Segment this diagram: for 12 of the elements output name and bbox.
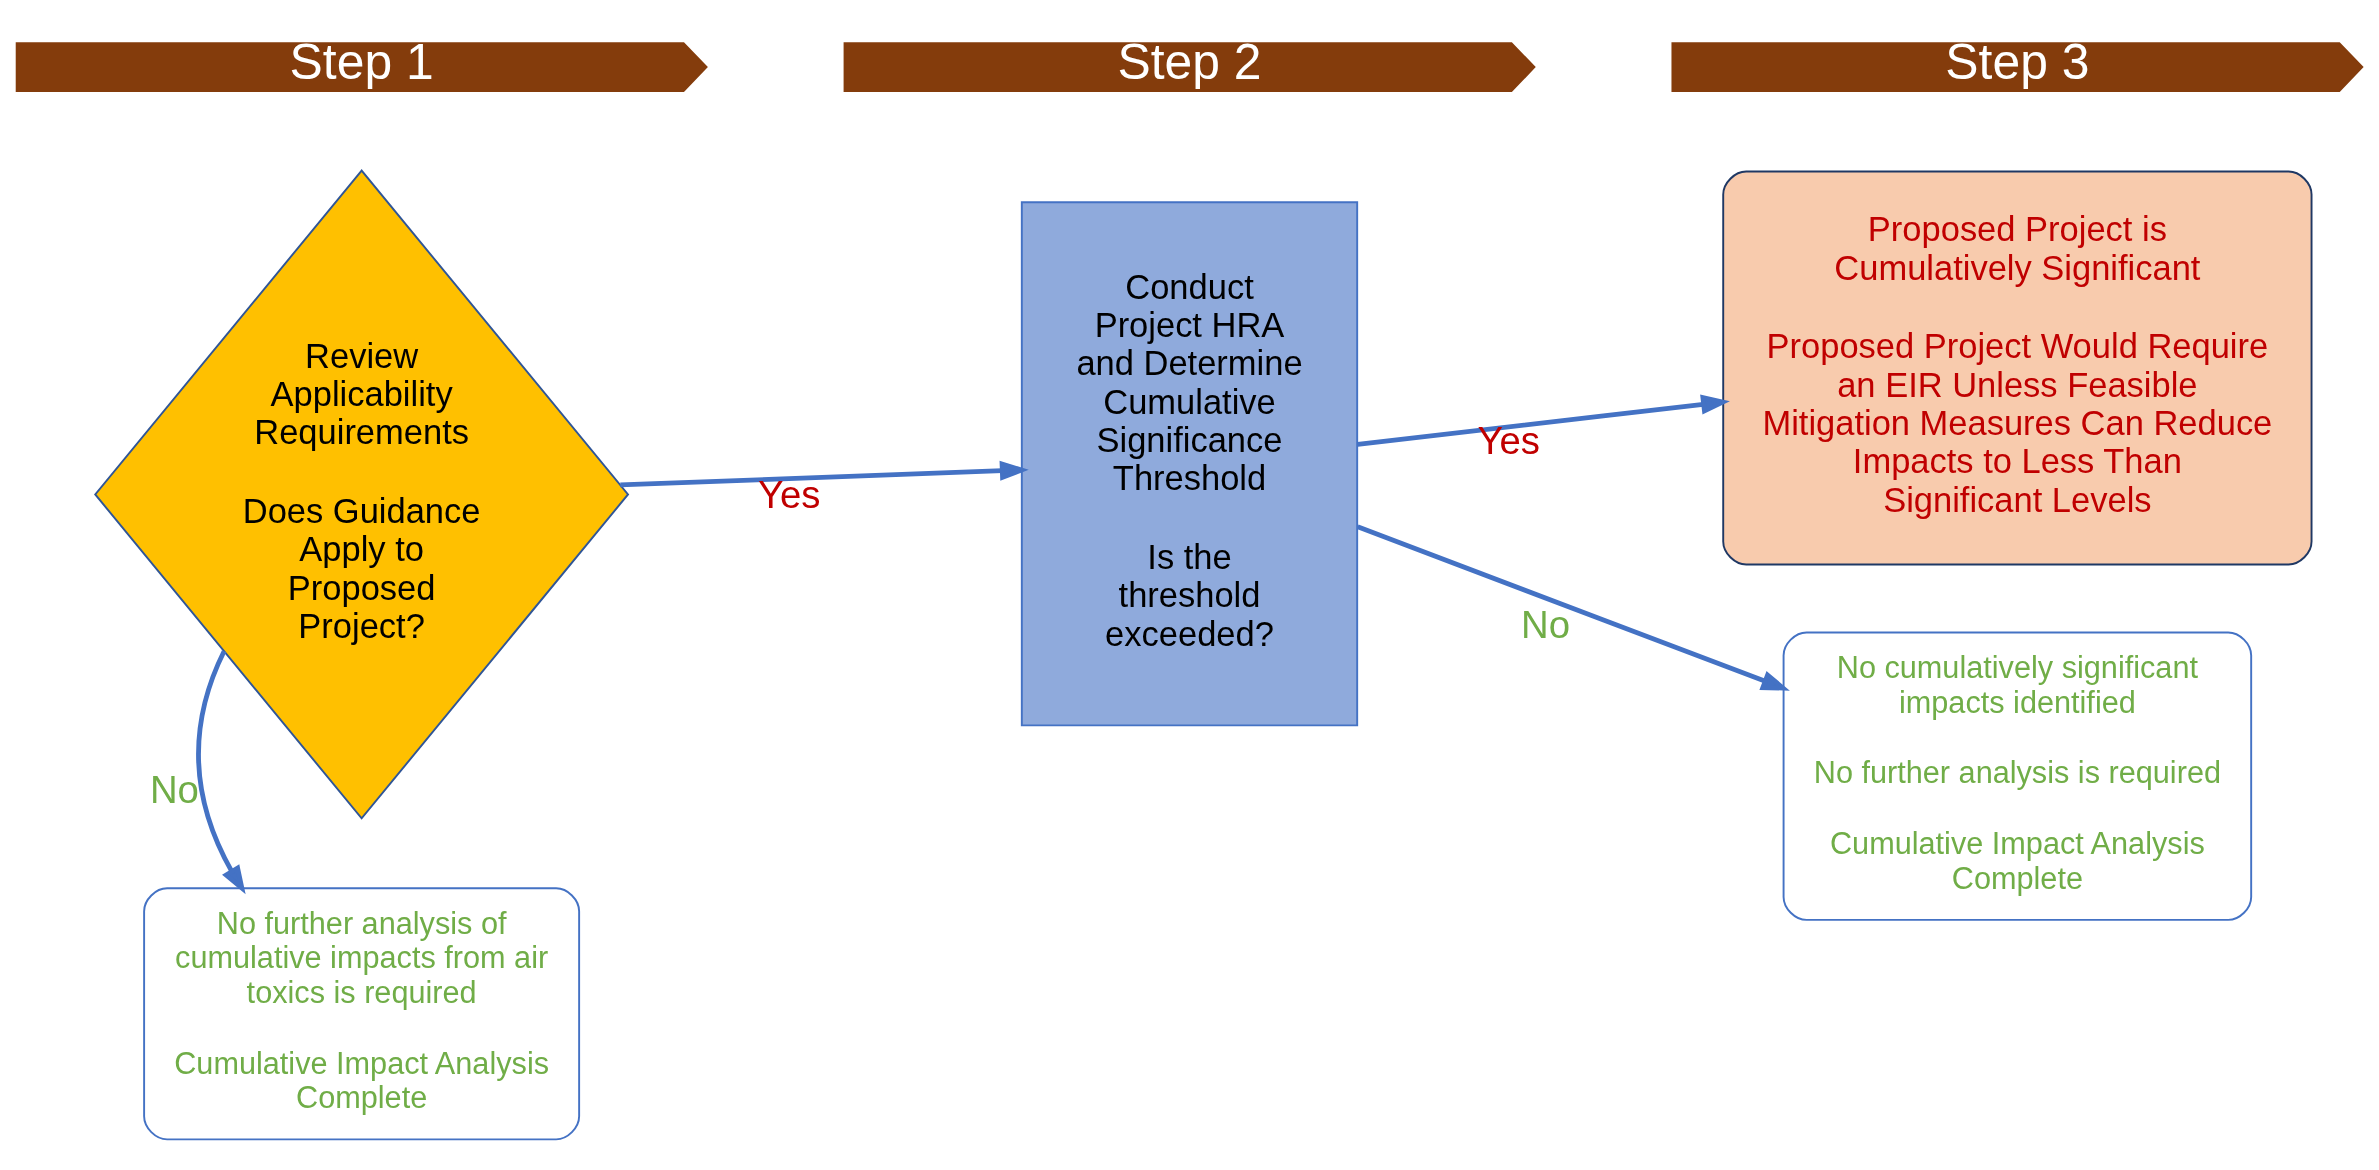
node-box: No cumulatively significant impacts identified No further analysis is required Cumulative Impact Analysis Complete bbox=[1782, 631, 2253, 921]
node-box: No further analysis of cumulative impacts from air toxics is required Cumulative Impact Analysis Complete bbox=[143, 886, 581, 1140]
edge-label: No bbox=[149, 767, 199, 811]
arrow bbox=[1357, 394, 1730, 447]
edge-label: No bbox=[1520, 602, 1570, 646]
arrow bbox=[1356, 524, 1790, 691]
node-box: Proposed Project is Cumulatively Significant Proposed Project Would Require an EIR Unless Feasible Mitigation Measures Can Reduce Impacts to Less Than Significant Levels bbox=[1722, 170, 2313, 565]
arrow bbox=[196, 649, 246, 894]
node-box: Conduct Project HRA and Determine Cumulative Significance Threshold Is the threshold exceeded? bbox=[1020, 200, 1359, 726]
edge-label: Yes bbox=[1477, 418, 1540, 462]
arrow bbox=[620, 460, 1029, 487]
edge-label: Yes bbox=[757, 472, 821, 516]
